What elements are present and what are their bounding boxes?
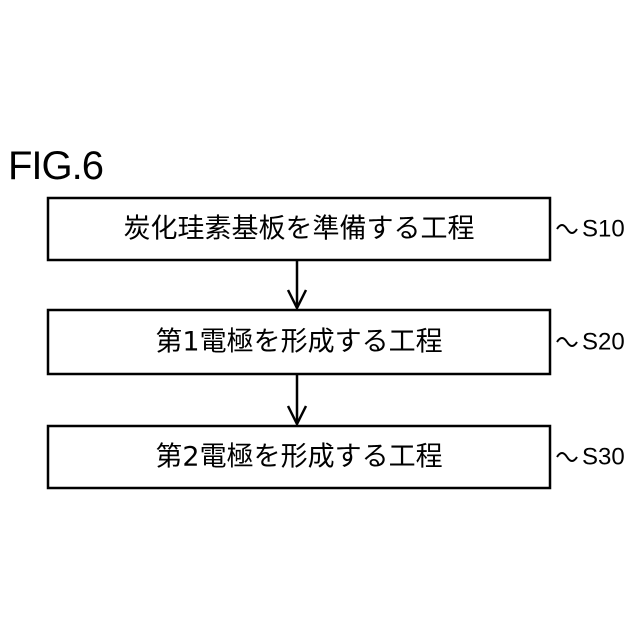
leader-tilde-s30 [557,453,577,461]
step-label-s20: S20 [582,329,625,356]
step-label-s10: S10 [582,216,625,243]
arrow-s10-s20 [288,260,306,308]
leader-tilde-s20 [557,338,577,346]
step-text-s20: 第1電極を形成する工程 [155,327,442,358]
step-s30: 第2電極を形成する工程 S30 [48,426,625,488]
step-label-s30: S30 [582,444,625,471]
step-text-s30: 第2電極を形成する工程 [155,442,442,473]
step-text-s10: 炭化珪素基板を準備する工程 [124,214,475,245]
arrow-s20-s30 [288,374,306,424]
step-s10: 炭化珪素基板を準備する工程 S10 [48,198,625,260]
leader-tilde-s10 [557,225,577,233]
step-s20: 第1電極を形成する工程 S20 [48,310,625,374]
